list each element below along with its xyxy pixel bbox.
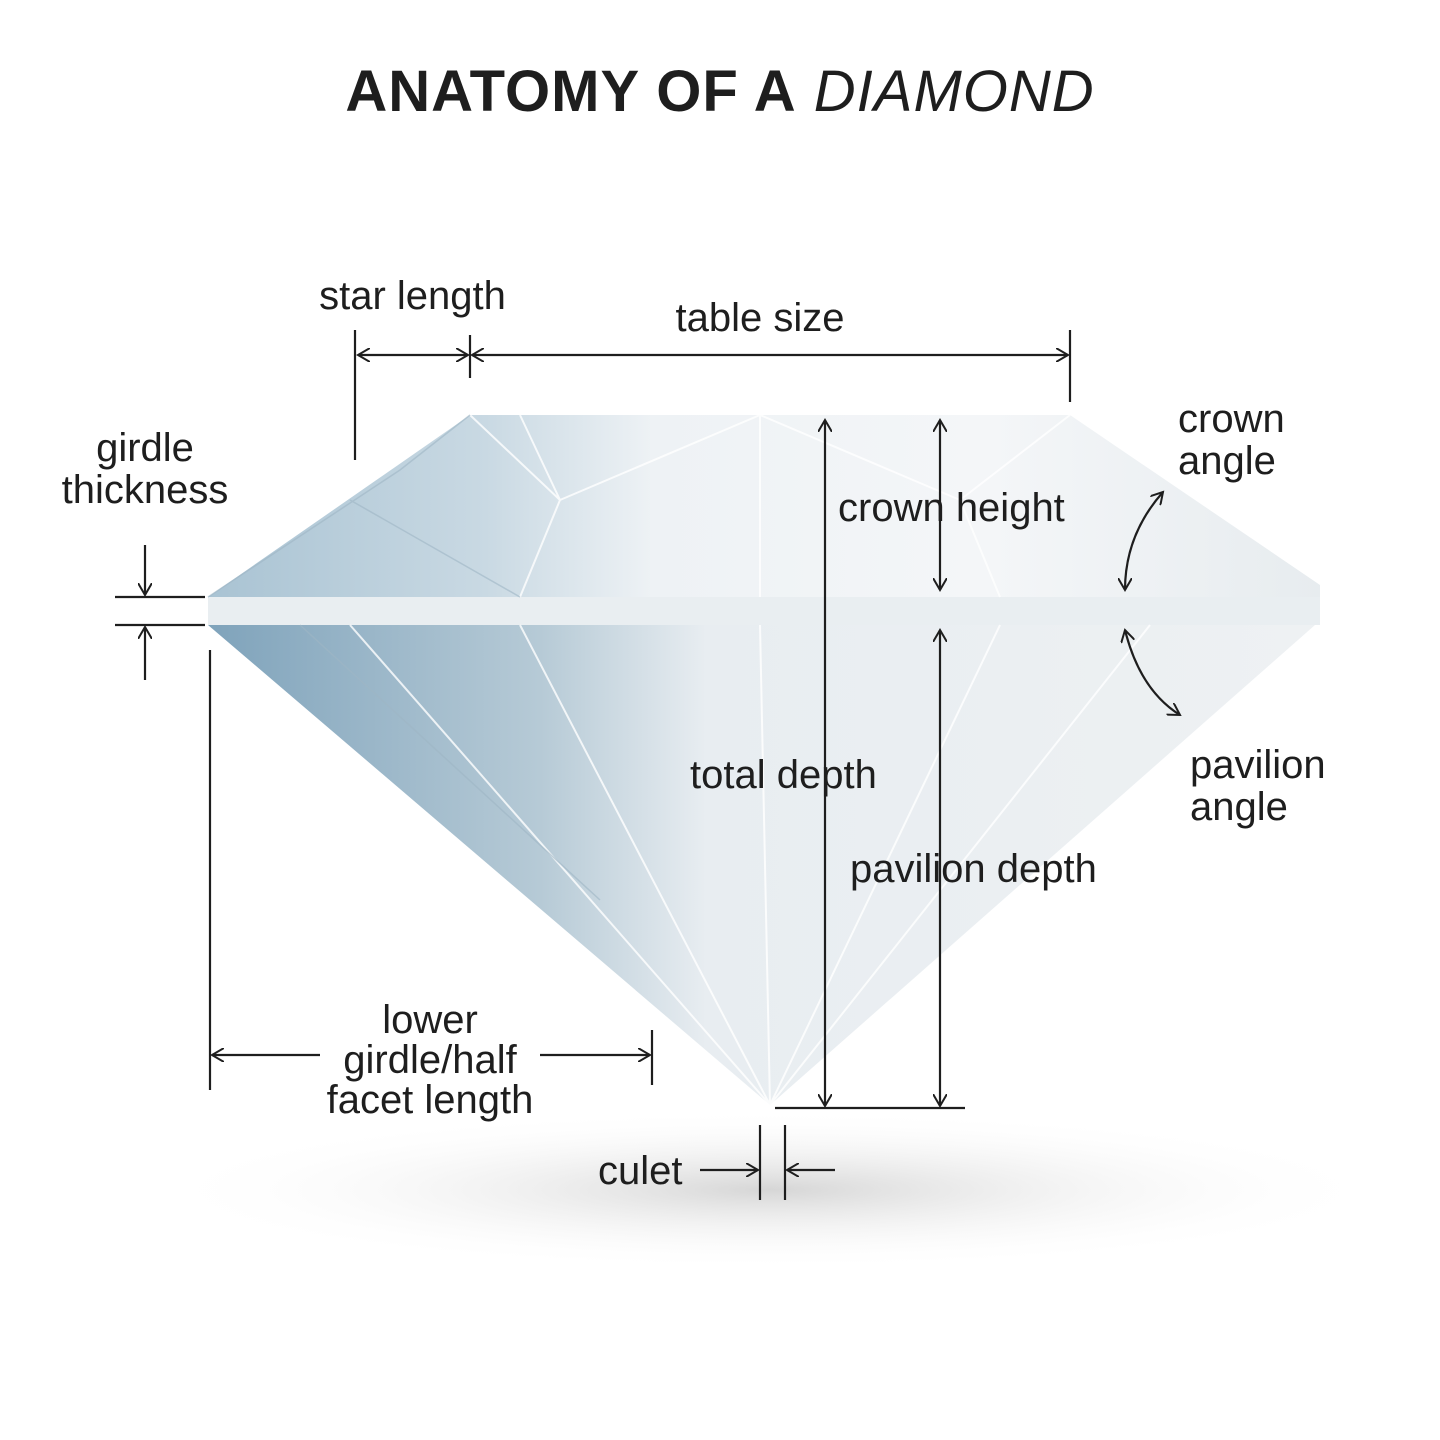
label-line: angle [1190,785,1288,829]
diamond-image [207,413,1320,1108]
label-line: pavilion [1190,743,1326,787]
label-crown-angle: crown angle [1178,398,1285,482]
label-pavilion-angle: pavilion angle [1190,744,1326,828]
label-star-length: star length [319,274,506,318]
label-table-size: table size [675,296,845,340]
label-lower-girdle-facet-length: lower girdle/half facet length [300,1000,560,1120]
label-line: angle [1178,439,1276,483]
label-girdle-thickness: girdle thickness [40,427,250,511]
label-line: girdle/half [343,1038,517,1082]
label-line: thickness [61,468,229,512]
title-bold: ANATOMY OF A [345,59,797,124]
label-line: crown [1178,397,1285,441]
measurement-lines [115,330,1180,1200]
label-crown-height: crown height [838,486,1065,530]
label-total-depth: total depth [690,753,877,797]
shadow [150,1110,1390,1270]
title-italic: DIAMOND [813,59,1095,124]
label-line: facet length [326,1078,534,1122]
label-line: girdle [96,426,194,470]
page-title: ANATOMY OF A DIAMOND [0,58,1440,125]
label-pavilion-depth: pavilion depth [850,847,1097,891]
label-line: lower [382,998,478,1042]
label-culet: culet [598,1149,683,1193]
